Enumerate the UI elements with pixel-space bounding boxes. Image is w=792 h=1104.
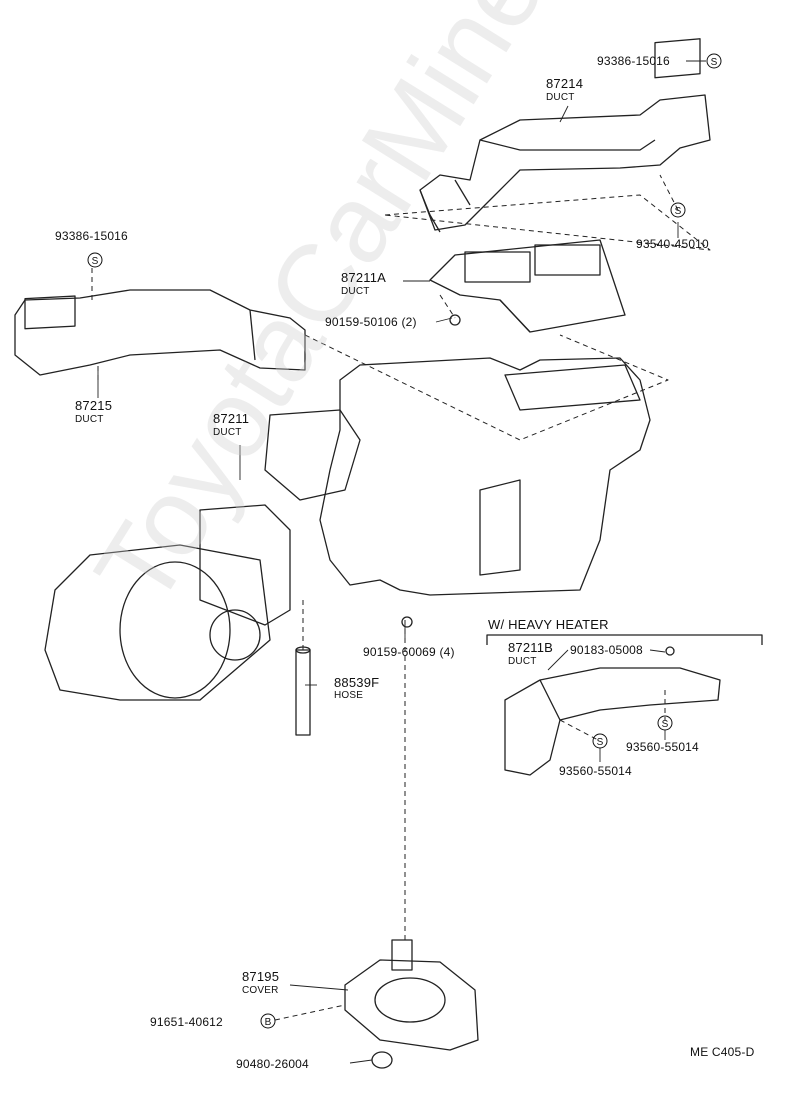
part-93560-55014-a: 93560-55014 xyxy=(626,740,699,754)
part-90159-50106: 90159-50106 (2) xyxy=(325,315,417,329)
duct-87215-drawing xyxy=(14,289,306,376)
part-87214-name: DUCT xyxy=(546,92,575,103)
part-87214: 87214 xyxy=(546,76,584,91)
svg-text:S: S xyxy=(597,737,604,748)
svg-text:S: S xyxy=(92,256,99,267)
part-90159-60069: 90159-60069 (4) xyxy=(363,645,455,659)
heavy-heater-bracket xyxy=(486,634,763,645)
part-87215: 87215 xyxy=(75,398,113,413)
part-87211b: 87211B xyxy=(508,640,554,655)
part-87215-name: DUCT xyxy=(75,414,104,425)
part-88539f-name: HOSE xyxy=(334,690,364,701)
svg-text:B: B xyxy=(265,1017,272,1028)
part-87211-name: DUCT xyxy=(213,427,242,438)
s-symbol-icon: S xyxy=(706,53,722,69)
b-symbol-icon: B xyxy=(260,1013,276,1029)
part-87211: 87211 xyxy=(213,411,250,426)
hose-88539f-drawing xyxy=(295,646,311,736)
duct-87211a-drawing xyxy=(429,239,626,333)
part-87195: 87195 xyxy=(242,969,280,984)
s-symbol-icon: S xyxy=(87,252,103,268)
heater-unit-drawing xyxy=(44,357,651,701)
svg-text:S: S xyxy=(675,206,682,217)
diagram-code: ME C405-D xyxy=(690,1045,755,1059)
part-87211a-name: DUCT xyxy=(341,286,370,297)
part-91651-40612: 91651-40612 xyxy=(150,1015,223,1029)
part-87195-name: COVER xyxy=(242,985,279,996)
duct-87211b-drawing xyxy=(504,667,721,776)
part-93560-55014-b: 93560-55014 xyxy=(559,764,632,778)
s-symbol-icon: S xyxy=(657,715,673,731)
s-symbol-icon: S xyxy=(592,733,608,749)
part-90183-05008: 90183-05008 xyxy=(570,643,643,657)
cover-87195-drawing xyxy=(344,939,479,1069)
part-87211a: 87211A xyxy=(341,270,387,285)
part-93540-45010: 93540-45010 xyxy=(636,237,709,251)
part-90480-26004: 90480-26004 xyxy=(236,1057,309,1071)
svg-text:S: S xyxy=(711,57,718,68)
part-87211b-name: DUCT xyxy=(508,656,537,667)
fastener-markers xyxy=(401,314,675,656)
s-symbol-icon: S xyxy=(670,202,686,218)
part-93386-15016-left: 93386-15016 xyxy=(55,229,128,243)
duct-87214-drawing xyxy=(419,38,711,233)
heavy-heater-title: W/ HEAVY HEATER xyxy=(488,617,609,632)
svg-text:S: S xyxy=(662,719,669,730)
part-93386-15016-top: 93386-15016 xyxy=(597,54,670,68)
part-88539f: 88539F xyxy=(334,675,380,690)
